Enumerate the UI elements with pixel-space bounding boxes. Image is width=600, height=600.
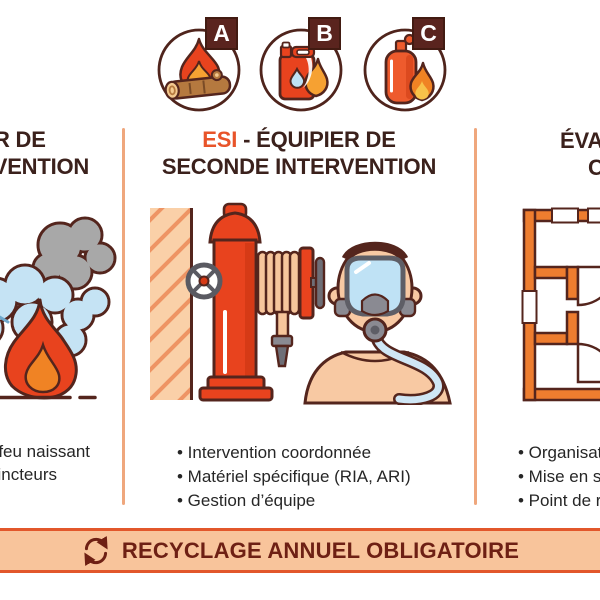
evac-bullet-2: • Mise en sécurité — [518, 467, 600, 486]
evac-title-line2: CONSIGNES — [588, 155, 600, 180]
epi-bullet-1: • Attaque du feu naissant — [0, 442, 90, 461]
evac-bullet-3: • Point de rassemblement — [518, 491, 600, 510]
recycle-icon — [84, 535, 108, 566]
column-divider-left — [122, 128, 125, 505]
class-a-badge: A — [205, 17, 238, 50]
esi-title-rest: - ÉQUIPIER DE — [237, 127, 396, 152]
esi-bullet-1: • Intervention coordonnée — [177, 443, 372, 462]
recycling-banner-label: RECYCLAGE ANNUEL OBLIGATOIRE — [121, 537, 520, 563]
class-c-gas-cylinder-icon — [363, 28, 447, 112]
epi-column-title: EPI - ÉQUIPIER DE PREMIÈRE INTERVENTION — [0, 126, 129, 180]
class-b-badge: B — [308, 17, 341, 50]
epi-title-rest: - ÉQUIPIER DE — [0, 127, 46, 152]
hydrant-breathing-apparatus-icon — [150, 202, 452, 405]
esi-column-title: ESI - ÉQUIPIER DE SECONDE INTERVENTION — [119, 126, 479, 180]
fire-smoke-icon — [0, 216, 117, 400]
evac-bullet-list: • Organisation de l’évacuation • Mise en… — [518, 441, 600, 513]
class-c-badge: C — [412, 17, 445, 50]
epi-bullet-2: • Utilisation des extincteurs — [0, 465, 57, 484]
column-divider-right — [474, 128, 477, 505]
class-b-liquid-can-icon — [259, 28, 343, 112]
evac-bullet-1: • Organisation de l’évacuation — [518, 443, 600, 462]
recycling-banner: RECYCLAGE ANNUEL OBLIGATOIRE — [0, 528, 600, 573]
class-a-burning-log-icon — [157, 28, 241, 112]
esi-bullet-3: • Gestion d’équipe — [177, 491, 316, 510]
esi-title-line2: SECONDE INTERVENTION — [161, 154, 437, 179]
esi-bullet-list: • Intervention coordonnée • Matériel spé… — [177, 441, 411, 513]
esi-acronym: ESI — [202, 127, 238, 152]
evacuation-floor-plan-icon — [521, 207, 600, 402]
epi-title-line2: PREMIÈRE INTERVENTION — [0, 154, 90, 179]
evac-title-line1: ÉVACUATION — [560, 128, 600, 153]
esi-bullet-2: • Matériel spécifique (RIA, ARI) — [177, 467, 411, 486]
